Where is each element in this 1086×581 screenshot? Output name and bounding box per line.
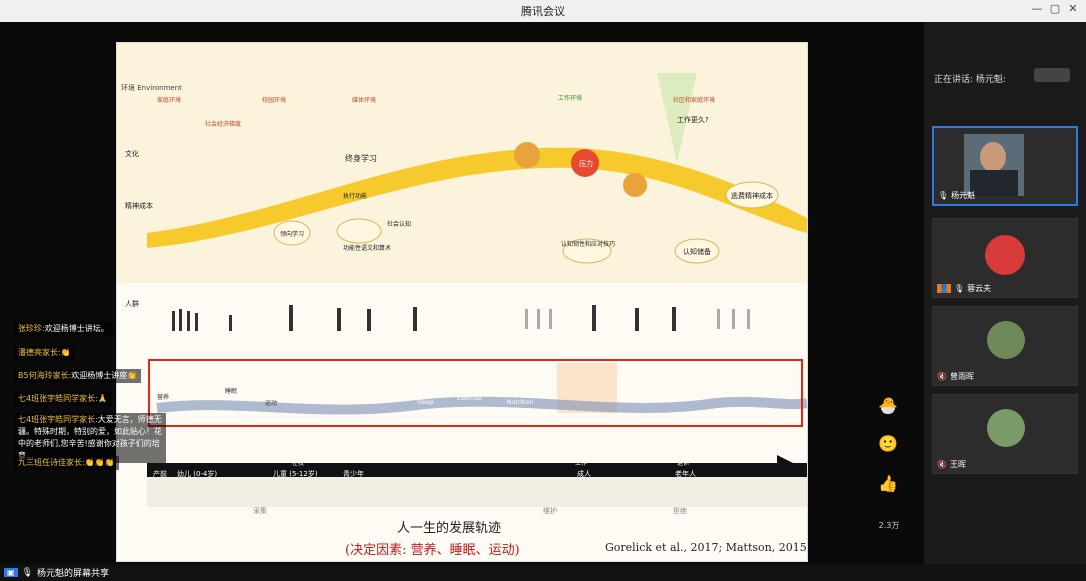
avatar	[987, 409, 1025, 447]
node-cognitive-resilience: 认知韧性和应对技巧	[561, 241, 616, 248]
avatar	[987, 321, 1025, 359]
mic-icon: 🎙	[953, 284, 965, 293]
reaction-avatar-icon: 🙂	[878, 434, 898, 453]
participant-tile[interactable]: 🔇曾雨晖	[932, 306, 1078, 386]
development-diagram	[117, 43, 807, 507]
minimize-icon[interactable]: —	[1031, 2, 1043, 15]
mic-icon: 🎙	[21, 567, 33, 578]
participant-tile-speaker[interactable]: 🎙杨元魁	[932, 126, 1078, 206]
thumbs-up-count: 2.3万	[878, 521, 900, 530]
chat-message: 潘德亮家长:👏	[14, 346, 75, 360]
mic-muted-icon: 🔇	[937, 372, 947, 381]
label-family-env: 家庭环境	[157, 97, 182, 104]
node-social-cognition: 社会认知	[387, 221, 412, 228]
node-executive-function: 执行功能	[343, 193, 368, 200]
stage-teen: 青少年	[343, 470, 364, 478]
label-media-env: 媒体环境	[352, 97, 377, 104]
timeline-section-school: 在校	[292, 460, 305, 467]
slide-citation: Gorelick et al., 2017; Mattson, 2015	[605, 541, 807, 554]
slide-caption-title: 人一生的发展轨迹	[397, 521, 502, 536]
chat-message: B5何海玲家长:欢迎杨博士讲座👏	[14, 369, 142, 383]
node-mental-cost: 逃费精神成本	[731, 192, 773, 200]
phase-maintain: 维护	[543, 507, 557, 515]
label-environment: 环境 Environment	[121, 84, 182, 92]
label-community-env: 社区和家庭环境	[673, 97, 716, 104]
band-exercise: 运动	[265, 400, 278, 407]
reaction-emoji-icon: 🐣	[878, 396, 898, 415]
phase-decline: 拒绝	[673, 507, 687, 515]
node-functional-literacy: 功能性语文和算术	[343, 245, 392, 252]
stage-prenatal: 产前	[153, 470, 167, 478]
speaking-indicator: 正在讲话: 杨元魁:	[934, 75, 1006, 85]
node-lead-learning: 领向学习	[280, 231, 305, 238]
node-lifelong-learning: 终身学习	[345, 154, 377, 163]
timeline-section-work: 工作	[575, 460, 588, 467]
label-ses: 社会经济梯度	[205, 121, 242, 128]
screen-share-label: 杨元魁的屏幕共享	[37, 569, 110, 579]
signal-icon	[1034, 68, 1070, 82]
participant-sidebar: 正在讲话: 杨元魁: 🎙杨元魁 👤🎙蓉云夫 🔇曾雨晖 🔇王晖	[924, 22, 1086, 581]
participant-tile[interactable]: 🔇王晖	[932, 394, 1078, 474]
maximize-icon[interactable]: ▢	[1049, 2, 1061, 15]
stage-adult: 成人	[577, 470, 591, 478]
window-title: 腾讯会议	[521, 5, 565, 18]
label-work-env: 工作环境	[558, 95, 583, 102]
band-nutrition-en: Nutrition	[507, 399, 534, 406]
screen-share-icon: ▣	[4, 568, 18, 577]
chat-message: 九三班任诗佳家长:👏👏👏	[14, 456, 119, 470]
timeline-section-retire: 退休	[677, 460, 690, 467]
chat-message: 七4班张宇皓同学家长:🙏	[14, 392, 112, 406]
band-sleep: 睡眠	[225, 388, 238, 395]
avatar	[985, 235, 1025, 275]
mic-muted-icon: 🔇	[937, 460, 947, 469]
label-school-env: 校园环境	[262, 97, 287, 104]
close-icon[interactable]: ✕	[1068, 2, 1078, 15]
shared-screen-area: 家庭环境 社会经济梯度 校园环境 媒体环境 工作环境 社区和家庭环境 工作更久?…	[0, 22, 924, 564]
label-culture: 文化	[125, 150, 139, 158]
label-mental-cost: 精神成本	[125, 202, 153, 210]
shared-slide: 家庭环境 社会经济梯度 校园环境 媒体环境 工作环境 社区和家庭环境 工作更久?…	[116, 42, 808, 562]
highlight-box	[148, 359, 803, 427]
band-exercise-en: Exercise	[457, 395, 482, 402]
stage-toddler: 幼儿 (0-4岁)	[177, 470, 218, 478]
phase-acquire: 采集	[253, 507, 267, 515]
slide-caption-subtitle: (决定因素: 营养、睡眠、运动)	[345, 543, 520, 558]
band-sleep-en: Sleep	[417, 399, 434, 406]
title-bar: 腾讯会议 — ▢ ✕	[0, 0, 1086, 22]
node-cognitive-reserve: 认知储备	[683, 248, 711, 256]
chat-message: 张珍珍:欢迎杨博士讲坛。	[14, 322, 113, 336]
mic-on-icon: 🎙	[938, 191, 949, 200]
participant-tile[interactable]: 👤🎙蓉云夫	[932, 218, 1078, 298]
thumbs-up-icon[interactable]: 👍	[878, 474, 898, 493]
stage-child: 儿童 (5-12岁)	[273, 470, 318, 478]
label-work-longer: 工作更久?	[677, 116, 709, 124]
band-nutrition: 营养	[157, 394, 170, 401]
label-population: 人群	[125, 300, 139, 308]
speaker-video	[964, 134, 1024, 196]
user-icon: 👤	[937, 284, 951, 293]
chat-message: 七4班张宇皓同学家长:大爱无言，师德无疆。特殊时期，特别的爱，如此贴心！花中的老…	[14, 413, 166, 463]
stage-elderly: 老年人	[675, 470, 696, 478]
screen-share-status-bar: ▣ 🎙 杨元魁的屏幕共享	[0, 564, 1086, 581]
node-stress: 压力	[579, 160, 593, 168]
